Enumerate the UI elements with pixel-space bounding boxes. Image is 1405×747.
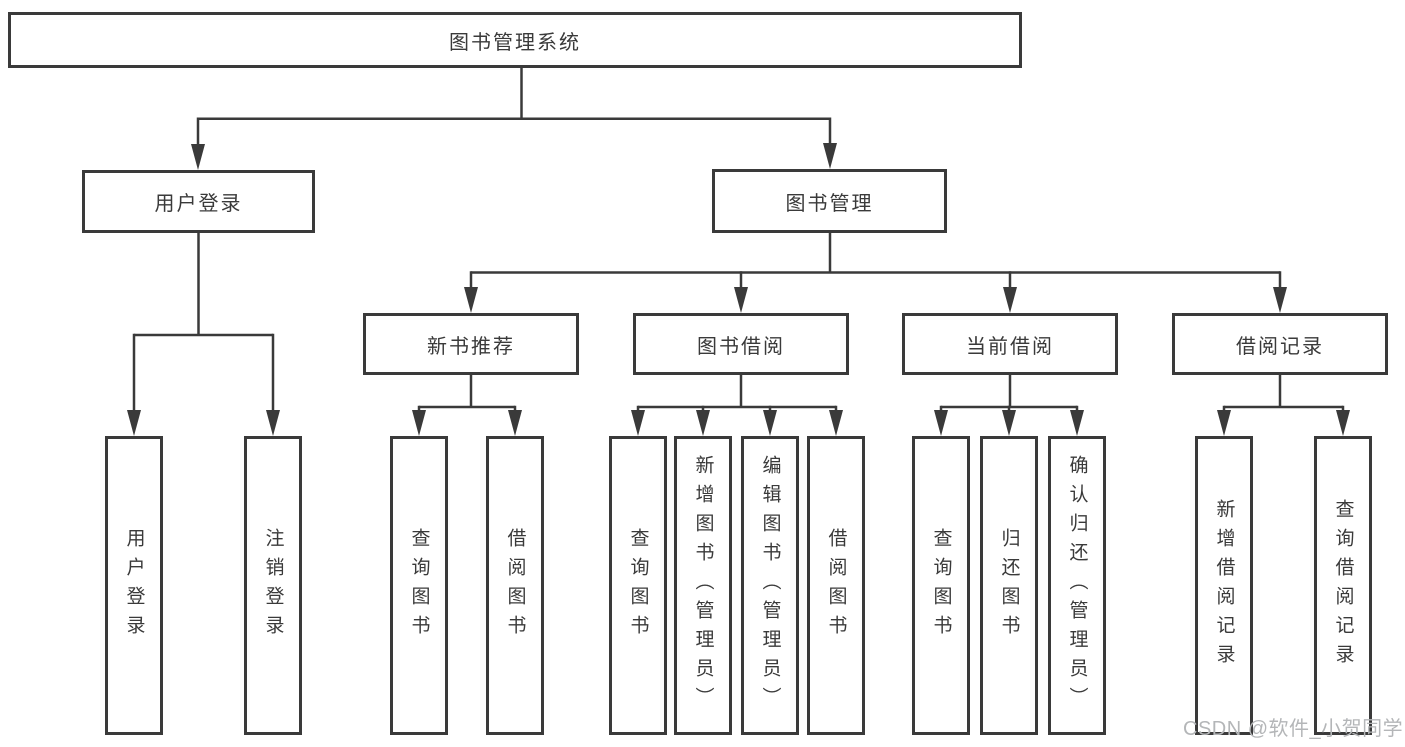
leaf-query-books-borrowing: 查询图书: [609, 436, 667, 735]
leaf-query-books-current: 查询图书: [912, 436, 970, 735]
node-user-login: 用户登录: [82, 170, 315, 233]
leaf-query-books-recommend: 查询图书: [390, 436, 448, 735]
node-new-book-recommendation: 新书推荐: [363, 313, 579, 375]
watermark: CSDN @软件_小贺同学: [1183, 718, 1404, 740]
leaf-edit-books-admin: 编辑图书（管理员）: [741, 436, 799, 735]
node-borrowing-records: 借阅记录: [1172, 313, 1388, 375]
node-library-management-system: 图书管理系统: [8, 12, 1022, 68]
node-current-borrowing: 当前借阅: [902, 313, 1118, 375]
leaf-user-login: 用户登录: [105, 436, 163, 735]
arrowheads: [127, 143, 1350, 436]
node-book-borrowing: 图书借阅: [633, 313, 849, 375]
leaf-add-borrow-record: 新增借阅记录: [1195, 436, 1253, 735]
leaf-query-borrow-record: 查询借阅记录: [1314, 436, 1372, 735]
node-book-management: 图书管理: [712, 169, 947, 233]
leaf-confirm-return-admin: 确认归还（管理员）: [1048, 436, 1106, 735]
leaf-logout: 注销登录: [244, 436, 302, 735]
leaf-return-books: 归还图书: [980, 436, 1038, 735]
leaf-borrow-books: 借阅图书: [807, 436, 865, 735]
leaf-add-books-admin: 新增图书（管理员）: [674, 436, 732, 735]
leaf-borrow-books-recommend: 借阅图书: [486, 436, 544, 735]
